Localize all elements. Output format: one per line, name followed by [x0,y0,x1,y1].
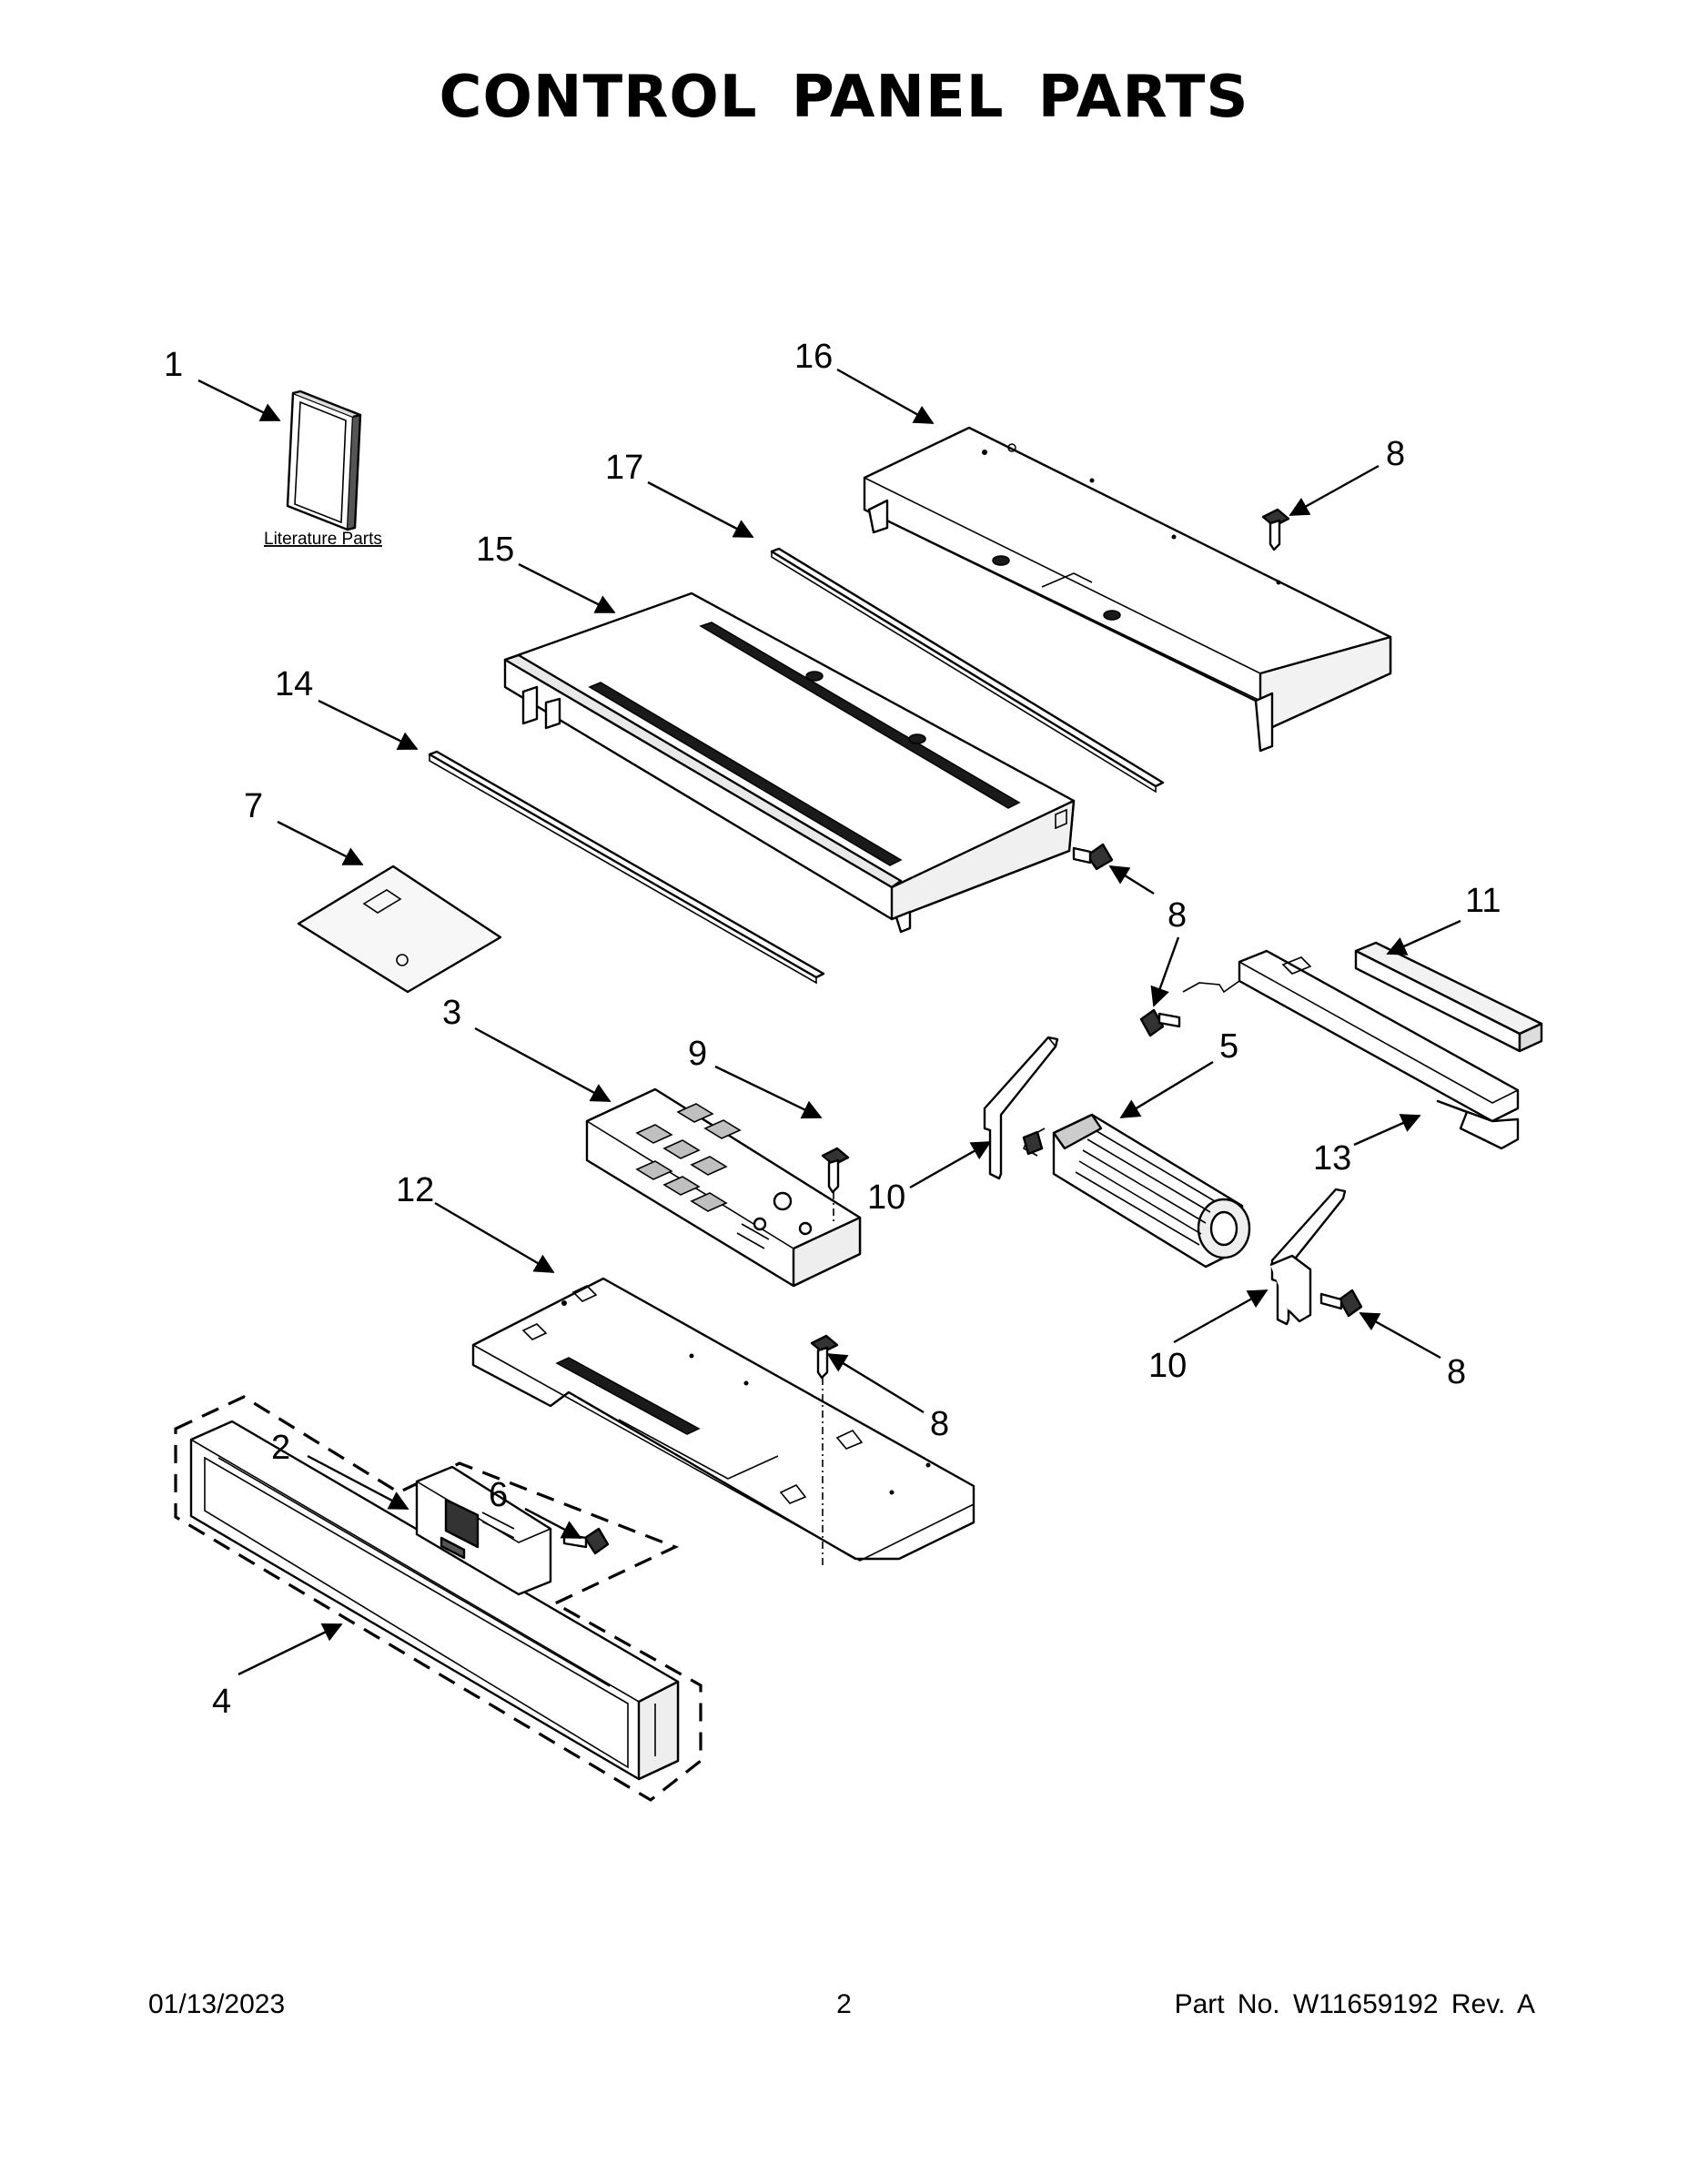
fan-bracket-left [983,1036,1059,1180]
console [189,1420,680,1781]
leader-lines [197,368,1461,1676]
callout-9: 9 [688,1035,707,1073]
callout-numbers: 1 16 17 8 15 14 7 8 11 3 9 5 10 13 12 8 … [164,338,1501,1721]
screw-bracket-rail [1139,1008,1181,1037]
control-panel-housing [503,592,1076,934]
callout-8-right: 8 [1447,1353,1466,1391]
screw-right-bracket [1319,1289,1363,1318]
callout-12: 12 [396,1171,434,1209]
callout-8-top: 8 [1386,435,1405,473]
callout-17: 17 [605,449,643,487]
callout-8-housing: 8 [1167,896,1187,935]
callout-2: 2 [271,1429,290,1467]
cover-plate [297,864,502,994]
callout-1: 1 [164,346,183,384]
fan-bracket-right [1269,1188,1347,1326]
screw-top-cover [1261,508,1290,551]
relay-board [585,1087,862,1288]
footer-date: 01/13/2023 [148,1989,286,2019]
console-assembly-outline [174,1395,702,1802]
callout-7: 7 [244,787,263,825]
callout-10-left: 10 [867,1178,905,1217]
callout-14: 14 [275,665,313,703]
callout-4: 4 [212,1683,231,1721]
page-title: CONTROL PANEL PARTS [439,64,1249,131]
top-gasket [770,547,1165,794]
callout-10-right: 10 [1148,1347,1187,1385]
callout-15: 15 [476,531,514,569]
mounting-plate [471,1277,975,1562]
callout-6: 6 [489,1476,508,1514]
user-interface-board [415,1465,552,1596]
screw-mounting-plate [810,1334,839,1380]
rail-bracket [1182,949,1520,1150]
foam-strip [1354,941,1543,1053]
literature-parts-label: Literature Parts [264,530,382,549]
top-cover [863,426,1392,753]
callout-8-plate: 8 [930,1405,949,1443]
callout-13: 13 [1313,1139,1351,1178]
callout-3: 3 [442,994,461,1032]
literature-booklet [286,389,362,531]
bottom-gasket [428,750,825,985]
cross-flow-fan [1022,1113,1251,1269]
callout-11: 11 [1465,882,1501,920]
callout-5: 5 [1219,1027,1238,1066]
screw-housing-side [1072,843,1114,871]
footer-part-number: Part No. W11659192 Rev. A [1174,1989,1535,2019]
callout-16: 16 [794,338,833,376]
screw-control-board [821,1147,850,1194]
footer-page-number: 2 [836,1989,852,2019]
